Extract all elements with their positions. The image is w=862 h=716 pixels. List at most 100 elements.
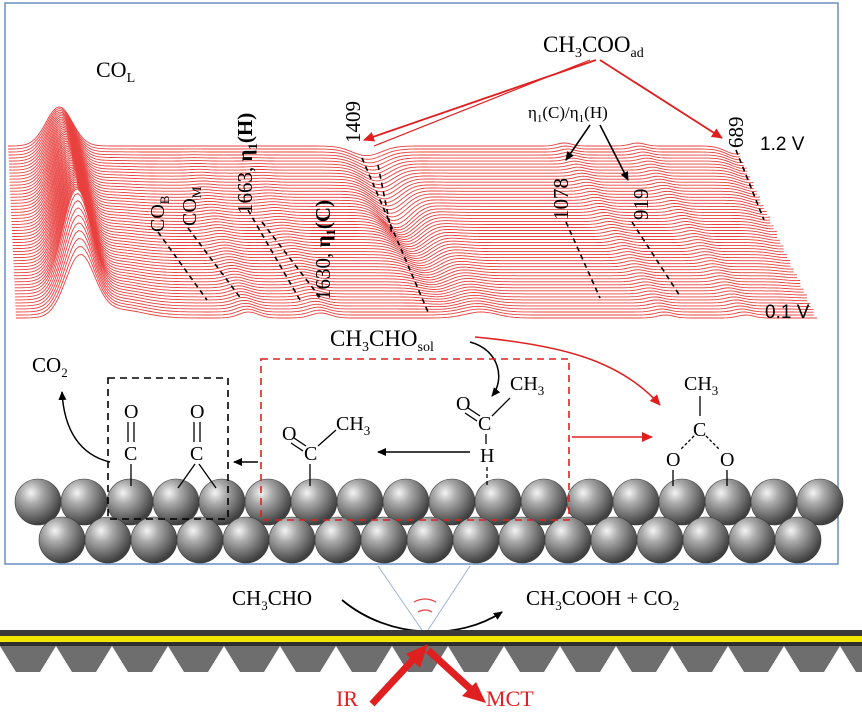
co-bridge-leg-b bbox=[198, 463, 217, 489]
gold-film bbox=[0, 636, 862, 642]
co-l-label: COL bbox=[96, 57, 135, 86]
electrolyte-top-layer bbox=[0, 630, 862, 636]
spectrum-trace bbox=[10, 132, 761, 211]
pt-atom bbox=[176, 516, 224, 564]
aldehyde-co-bond-b bbox=[464, 412, 478, 422]
signal-wave-1 bbox=[413, 598, 437, 603]
pt-atom bbox=[682, 516, 730, 564]
band-1078-guide bbox=[565, 221, 601, 299]
acetyl-co-bond-a bbox=[293, 437, 307, 447]
spectrum-trace bbox=[8, 111, 744, 167]
pt-atom bbox=[38, 516, 86, 564]
pt-atom bbox=[544, 516, 592, 564]
band-1078-label: 1078 bbox=[549, 178, 573, 220]
co-bridge-c: C bbox=[190, 443, 203, 465]
sol-to-acetate-arrow bbox=[474, 336, 661, 406]
pt-atom bbox=[728, 516, 776, 564]
eta-arrow-1078 bbox=[565, 124, 591, 161]
spectrum-trace bbox=[14, 188, 804, 295]
aldehyde-o: O bbox=[456, 393, 470, 415]
acetate-label: CH3COOad bbox=[543, 32, 644, 61]
aldehyde-co-bond-a bbox=[467, 407, 481, 417]
acetyl-co-bond-b bbox=[290, 442, 304, 452]
spectrum-trace bbox=[10, 139, 764, 225]
band-1630-label: 1630, η1(C) bbox=[311, 200, 338, 300]
pt-atom bbox=[84, 516, 132, 564]
figure-frame bbox=[4, 2, 839, 565]
band-1630-guide bbox=[261, 221, 323, 301]
spectrum-trace bbox=[15, 230, 814, 310]
pt-atom bbox=[314, 516, 362, 564]
spectrum-trace bbox=[9, 120, 751, 185]
spectrum-trace bbox=[9, 118, 748, 182]
beam-cone-right bbox=[427, 565, 471, 631]
co-m-label: COM bbox=[179, 186, 204, 226]
band-919-guide bbox=[631, 221, 681, 297]
spectrum-trace bbox=[11, 152, 777, 245]
acetate-c: C bbox=[693, 419, 706, 441]
co-m-guide bbox=[187, 227, 243, 301]
acetaldehyde-sol-label: CH3CHOsol bbox=[330, 326, 434, 355]
band-1409-label: 1409 bbox=[341, 101, 365, 143]
spectrum-trace bbox=[13, 169, 791, 269]
potential-high-label: 1.2 V bbox=[760, 134, 805, 155]
aldehyde-ch3: CH3 bbox=[510, 373, 544, 398]
pt-atom bbox=[774, 516, 822, 564]
spectrum-trace bbox=[12, 163, 784, 259]
ir-beam-out-head bbox=[462, 682, 486, 703]
spectrum-trace bbox=[8, 108, 741, 160]
acetate-o-right: O bbox=[720, 449, 734, 471]
aldehyde-h: H bbox=[480, 445, 494, 467]
spectrum-trace bbox=[15, 246, 814, 316]
co-linear-c: C bbox=[124, 443, 137, 465]
pt-atom bbox=[590, 516, 638, 564]
acetate-o-left: O bbox=[666, 449, 680, 471]
pt-atom bbox=[636, 516, 684, 564]
band-689-guide bbox=[735, 149, 765, 221]
acetaldehyde-adsorbate-box bbox=[260, 358, 570, 521]
signal-wave-2 bbox=[417, 609, 433, 613]
ir-spectra-waterfall bbox=[8, 106, 817, 319]
spectrum-trace bbox=[8, 115, 747, 175]
co-b-label: COB bbox=[147, 195, 172, 232]
product-label: CH3COOH + CO2 bbox=[526, 586, 679, 613]
spectrum-trace bbox=[10, 135, 761, 218]
spectrum-trace bbox=[10, 137, 764, 221]
co-linear-o: O bbox=[124, 401, 138, 423]
pt-atom bbox=[130, 516, 178, 564]
spectrum-trace bbox=[10, 130, 757, 207]
ir-beam-out bbox=[425, 647, 479, 697]
spectrum-trace bbox=[12, 161, 784, 257]
aldehyde-c: C bbox=[478, 413, 491, 435]
spectrum-trace bbox=[12, 156, 778, 250]
spectrum-trace bbox=[12, 164, 784, 262]
pt-atom bbox=[406, 516, 454, 564]
aldehyde-c-ch3-bond bbox=[491, 397, 511, 417]
spectrum-trace bbox=[15, 200, 808, 300]
spectrum-trace bbox=[14, 183, 801, 288]
band-guide-lines bbox=[157, 149, 765, 313]
band-1409-guide-a bbox=[361, 157, 429, 313]
spectrum-trace bbox=[8, 109, 741, 164]
acetate-adsorbate: CH3 C O O bbox=[666, 373, 734, 486]
co2-label: CO2 bbox=[32, 353, 68, 380]
spectrum-trace bbox=[11, 149, 774, 240]
spectrum-trace bbox=[11, 147, 771, 238]
spectrum-trace bbox=[10, 140, 767, 229]
co-b-guide bbox=[157, 231, 208, 301]
spectrum-trace bbox=[15, 238, 814, 313]
spectrum-trace bbox=[16, 254, 817, 319]
spectrum-trace bbox=[9, 125, 754, 196]
ir-beam-in-head bbox=[406, 644, 428, 668]
pt-atom bbox=[222, 516, 270, 564]
acetate-co-a bbox=[679, 435, 695, 451]
pt-atom bbox=[498, 516, 546, 564]
linear-co-adsorbate: O C bbox=[124, 401, 138, 486]
potential-low-label: 0.1 V bbox=[765, 302, 810, 323]
acetyl-o: O bbox=[282, 423, 296, 445]
acetate-ch3: CH3 bbox=[684, 373, 718, 398]
bridged-co-adsorbate: O C bbox=[177, 401, 217, 489]
pt-surface-atoms bbox=[14, 478, 844, 564]
spectrum-trace bbox=[14, 192, 807, 298]
